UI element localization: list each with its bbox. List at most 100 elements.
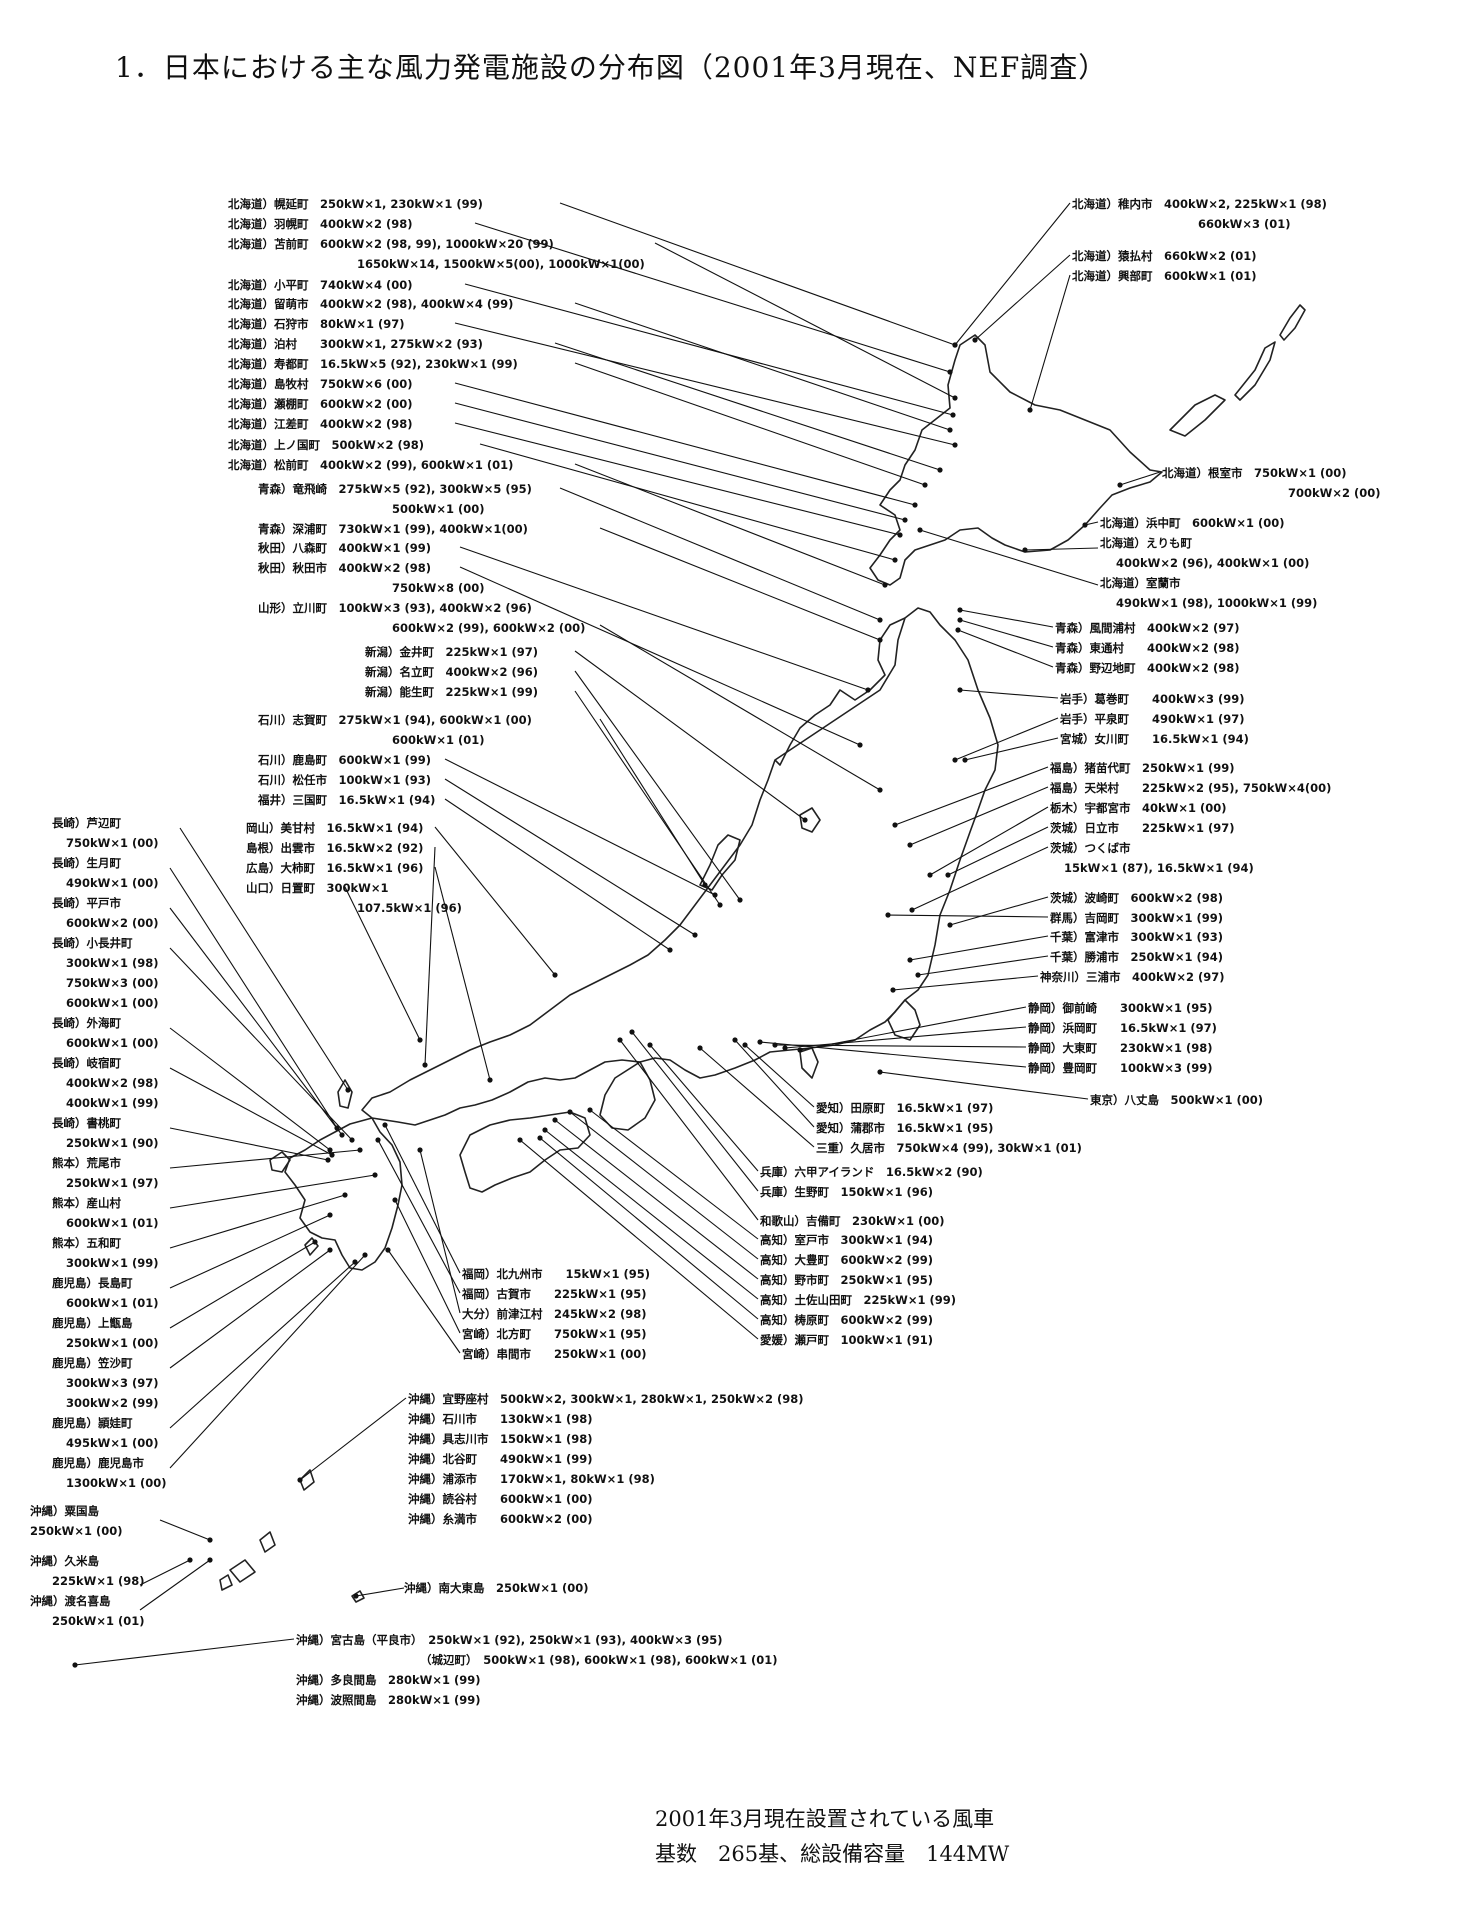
- site-dot-hk-esashi: [897, 532, 903, 538]
- site-label-ak-akita1: 秋田）秋田市 400kW×2 (98): [258, 561, 431, 575]
- island-outline: [1169, 394, 1226, 437]
- site-label-hk-wakkanai1: 北海道）稚内市 400kW×2, 225kW×1 (98): [1072, 197, 1327, 211]
- site-label-ns-sotome2: 600kW×1 (00): [66, 1036, 159, 1050]
- leader-line-km-arao1: [169, 1149, 361, 1169]
- leader-line-on-kume1: [139, 1559, 191, 1586]
- leader-line-hk-rumoi: [574, 302, 951, 431]
- leader-line-ok-bisei: [434, 826, 556, 976]
- site-dot-mz-kitakata: [392, 1197, 398, 1203]
- site-label-kc-otoyo: 高知）大豊町 600kW×2 (99): [760, 1253, 933, 1267]
- site-dot-ns-sotome1: [327, 1147, 333, 1153]
- site-label-ns-konagai2: 300kW×1 (98): [66, 956, 159, 970]
- site-label-fs-inawashiro: 福島）猪苗代町 250kW×1 (99): [1050, 761, 1235, 775]
- leader-line-sz-hamaoka: [784, 1026, 1027, 1049]
- site-label-hk-rumoi: 北海道）留萌市 400kW×2 (98), 400kW×4 (99): [228, 297, 514, 311]
- site-dot-kg-kasari1: [327, 1247, 333, 1253]
- site-label-hk-tomari: 北海道）泊村 300kW×1, 275kW×2 (93): [228, 337, 483, 351]
- site-label-iw-kuzumaki: 岩手）葛巻町 400kW×3 (99): [1060, 692, 1245, 706]
- leader-line-iw-kuzumaki: [959, 689, 1059, 699]
- kii-peninsula: [599, 1061, 656, 1131]
- site-dot-kg-nagashima1: [327, 1212, 333, 1218]
- site-label-km-arao2: 250kW×1 (97): [66, 1176, 159, 1190]
- site-label-wk-yoshibi: 和歌山）吉備町 230kW×1 (00): [760, 1214, 945, 1228]
- site-label-km-gokase2: 300kW×1 (99): [66, 1256, 159, 1270]
- site-label-kg-kasari2: 300kW×3 (97): [66, 1376, 159, 1390]
- site-label-hk-tomamae2: 1650kW×14, 1500kW×5(00), 1000kW×1(00): [357, 257, 645, 271]
- site-dot-hg-rokko: [647, 1042, 653, 1048]
- leader-line-hk-ishikari: [454, 322, 956, 446]
- site-label-ib-tsukuba2: 15kW×1 (87), 16.5kW×1 (94): [1064, 861, 1254, 875]
- site-label-hk-erimo1: 北海道）えりも町: [1100, 536, 1192, 550]
- site-label-mg-onagawa: 宮城）女川町 16.5kW×1 (94): [1060, 732, 1249, 746]
- leader-line-fs-tenei: [909, 786, 1049, 846]
- site-label-hk-sarufutsu: 北海道）猿払村 660kW×2 (01): [1072, 249, 1257, 263]
- site-label-ns-kishika3: 400kW×1 (99): [66, 1096, 159, 1110]
- site-label-hk-muroran1: 北海道）室蘭市: [1100, 576, 1181, 590]
- site-dot-fo-koga: [375, 1137, 381, 1143]
- site-label-ns-konagai4: 600kW×1 (00): [66, 996, 159, 1010]
- minamidaito-island: [351, 1590, 365, 1603]
- site-label-on-kume2: 225kW×1 (98): [52, 1574, 145, 1588]
- site-label-on-tonaki1: 沖縄）渡名喜島: [30, 1594, 111, 1608]
- site-dot-ib-hasaki: [947, 922, 953, 928]
- site-label-ns-kishika1: 長崎）岐宿町: [52, 1056, 121, 1070]
- leader-line-ib-hitachi: [947, 826, 1049, 876]
- site-label-kg-kaimon1: 鹿児島）頴娃町: [52, 1416, 133, 1430]
- leader-line-ao-fukaura: [599, 527, 881, 641]
- site-dot-fs-inawashiro: [892, 822, 898, 828]
- shikoku-outline: [459, 1111, 591, 1193]
- site-label-kg-kamikoshiki1: 鹿児島）上甑島: [52, 1316, 133, 1330]
- leader-line-ng-nadachi: [574, 670, 741, 901]
- site-dot-hk-kaminokuni: [892, 557, 898, 563]
- site-label-km-ubuyama2: 600kW×1 (01): [66, 1216, 159, 1230]
- site-dot-ok-bisei: [552, 972, 558, 978]
- site-label-on-miyako1: 沖縄）宮古島（平良市） 250kW×1 (92), 250kW×1 (93), …: [296, 1633, 723, 1647]
- leader-line-kc-yusuhara: [539, 1137, 759, 1320]
- site-dot-on-ginoza: [297, 1477, 303, 1483]
- site-dot-kn-miura: [890, 987, 896, 993]
- site-dot-ym-tachikawa1: [877, 787, 883, 793]
- site-label-kg-kamikoshiki2: 250kW×1 (00): [66, 1336, 159, 1350]
- site-label-kg-kasari1: 鹿児島）笠沙町: [52, 1356, 133, 1370]
- boso-peninsula: [887, 999, 921, 1041]
- site-dot-wk-yoshibi: [617, 1037, 623, 1043]
- site-dot-hk-nemuro1: [1117, 482, 1123, 488]
- okinawa-islands: [219, 1469, 315, 1591]
- site-label-hk-setana: 北海道）瀬棚町 600kW×2 (00): [228, 397, 413, 411]
- leader-line-on-miyako1: [74, 1638, 295, 1666]
- leader-line-hg-ikuno: [631, 1031, 759, 1192]
- leader-line-kc-noichi: [554, 1119, 759, 1280]
- site-dot-fs-tenei: [907, 842, 913, 848]
- site-dot-is-shika1: [702, 882, 708, 888]
- site-label-kc-yusuhara: 高知）梼原町 600kW×2 (99): [760, 1313, 933, 1327]
- site-label-ns-sotome1: 長崎）外海町: [52, 1016, 121, 1030]
- leader-line-is-shika1: [599, 718, 706, 886]
- leader-line-ns-hirado1: [169, 907, 343, 1136]
- site-dot-on-minamidaito: [353, 1593, 359, 1599]
- leader-line-yg-hioki1: [344, 886, 421, 1041]
- footer-line-1: 2001年3月現在設置されている風車: [655, 1807, 995, 1831]
- site-label-ns-ikitsuki2: 490kW×1 (00): [66, 876, 159, 890]
- site-label-kc-noichi: 高知）野市町 250kW×1 (95): [760, 1273, 933, 1287]
- site-label-is-matto: 石川）松任市 100kW×1 (93): [258, 773, 431, 787]
- leader-line-ak-akita1: [459, 566, 861, 746]
- site-label-ng-nadachi: 新潟）名立町 400kW×2 (96): [365, 665, 538, 679]
- site-label-fo-kitakyushu: 福岡）北九州市 15kW×1 (95): [462, 1267, 650, 1281]
- site-label-ao-kazamaura: 青森）風間浦村 400kW×2 (97): [1055, 621, 1240, 635]
- site-dot-km-arao1: [357, 1147, 363, 1153]
- summary-footer: 2001年3月現在設置されている風車 基数 265基、総設備容量 144MW: [655, 1802, 1009, 1872]
- izu-peninsula: [799, 1047, 819, 1079]
- site-label-sm-izumo: 島根）出雲市 16.5kW×2 (92): [246, 841, 424, 855]
- site-dot-yg-hioki1: [417, 1037, 423, 1043]
- site-label-oi-maetsue: 大分）前津江村 245kW×2 (98): [462, 1307, 647, 1321]
- site-label-hs-otake: 広島）大柿町 16.5kW×1 (96): [246, 861, 424, 875]
- site-dot-hs-otake: [487, 1077, 493, 1083]
- site-dot-hk-matsumae: [882, 582, 888, 588]
- site-dot-ao-fukaura: [877, 637, 883, 643]
- site-label-ns-hirado1: 長崎）平戸市: [52, 896, 121, 910]
- island-outline: [1234, 341, 1276, 401]
- site-dot-sm-izumo: [422, 1062, 428, 1068]
- site-dot-mg-onagawa: [962, 757, 968, 763]
- leader-line-ym-tachikawa1: [599, 624, 881, 791]
- leader-line-ns-ashibe1: [179, 827, 349, 1091]
